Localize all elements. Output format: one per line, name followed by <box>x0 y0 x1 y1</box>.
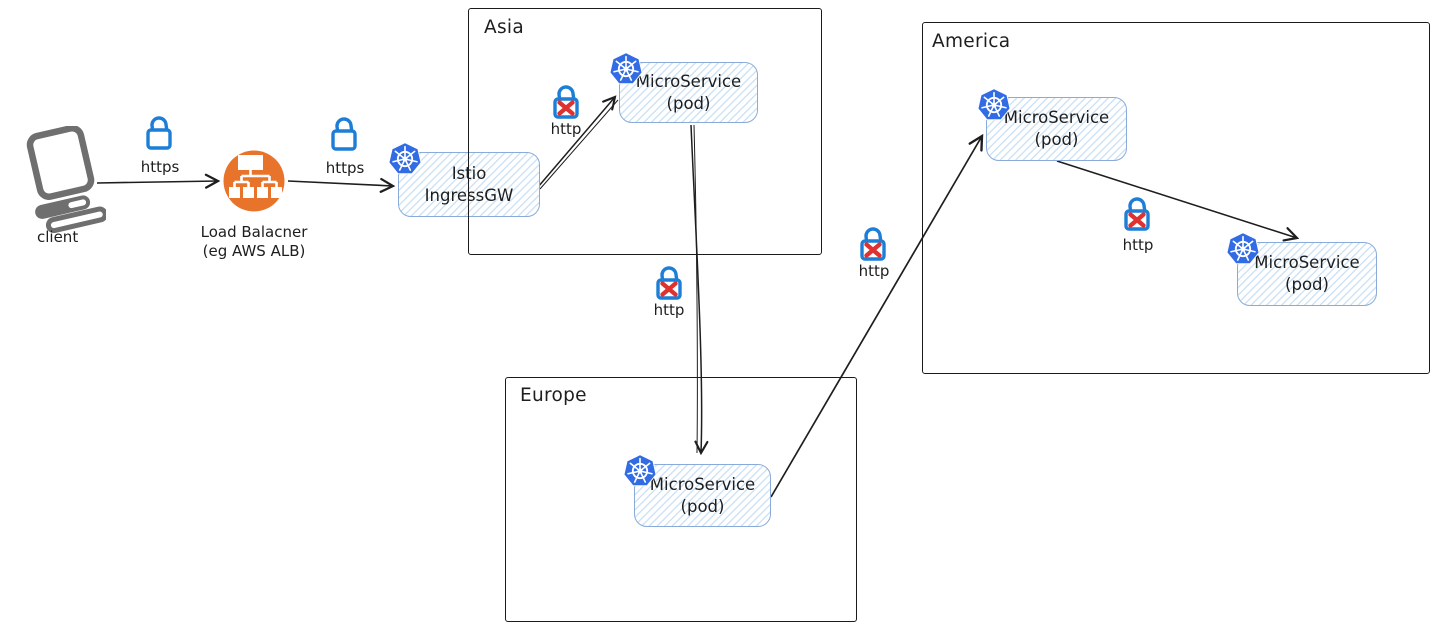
http-label-europe-america: http <box>858 262 890 280</box>
kubernetes-icon-america-ms2 <box>1226 232 1260 266</box>
region-america-label: America <box>932 31 1011 52</box>
node-asia-microservice: MicroService (pod) <box>619 62 758 123</box>
region-asia-label: Asia <box>484 17 524 38</box>
arrow-client-to-lb <box>96 173 221 189</box>
node-europe-microservice: MicroService (pod) <box>634 464 771 527</box>
laptop-icon <box>26 126 106 234</box>
lock-icon-lb-istio <box>327 114 361 156</box>
load-balancer-icon <box>223 150 285 212</box>
node-america-ms1-label-line1: MicroService <box>1003 108 1110 127</box>
https-label-lb-istio: https <box>325 159 365 177</box>
node-america-ms2-label-line1: MicroService <box>1254 253 1360 272</box>
load-balancer-label: Load Balacner (eg AWS ALB) <box>201 223 308 261</box>
kubernetes-icon-europe-ms <box>623 454 657 488</box>
http-label-asia-europe: http <box>653 301 685 319</box>
arrow-istio-to-asia-microservice <box>537 95 619 190</box>
node-america-ms1-label-line2: (pod) <box>1034 130 1079 149</box>
region-europe-label: Europe <box>520 385 587 406</box>
http-label-america: http <box>1122 236 1154 254</box>
node-america-ms2-label-line2: (pod) <box>1285 275 1329 294</box>
node-istio-label-line1: Istio <box>451 163 487 183</box>
arrow-europe-microservice-to-america-microservice <box>770 133 984 498</box>
http-label-asia: http <box>550 120 582 138</box>
node-asia-ms-label-line2: (pod) <box>666 93 711 113</box>
lock-icon-client-lb <box>142 113 176 155</box>
node-istio-label-line2: IngressGW <box>424 185 514 205</box>
node-america-microservice-2: MicroService (pod) <box>1237 242 1377 306</box>
kubernetes-icon-america-ms1 <box>977 88 1011 122</box>
lock-crossed-icon-asia-europe <box>652 263 686 305</box>
arrow-lb-to-istio <box>287 177 396 193</box>
lock-crossed-icon-america <box>1120 194 1154 236</box>
client-label: client <box>37 228 79 246</box>
node-asia-ms-label-line1: MicroService <box>635 71 742 91</box>
kubernetes-icon-asia-ms <box>609 52 643 86</box>
lock-crossed-icon-asia <box>549 82 583 124</box>
node-europe-ms-label-line1: MicroService <box>649 474 756 494</box>
node-europe-ms-label-line2: (pod) <box>680 496 725 516</box>
https-label-client-lb: https <box>140 158 180 176</box>
kubernetes-icon-istio <box>388 142 422 176</box>
lock-crossed-icon-europe-america <box>856 224 890 266</box>
arrow-asia-microservice-to-europe-microservice <box>690 124 709 456</box>
load-balancer-label-line2: (eg AWS ALB) <box>202 242 306 260</box>
arrow-america-microservice1-to-microservice2 <box>1056 160 1300 242</box>
load-balancer-label-line1: Load Balacner <box>200 223 308 241</box>
